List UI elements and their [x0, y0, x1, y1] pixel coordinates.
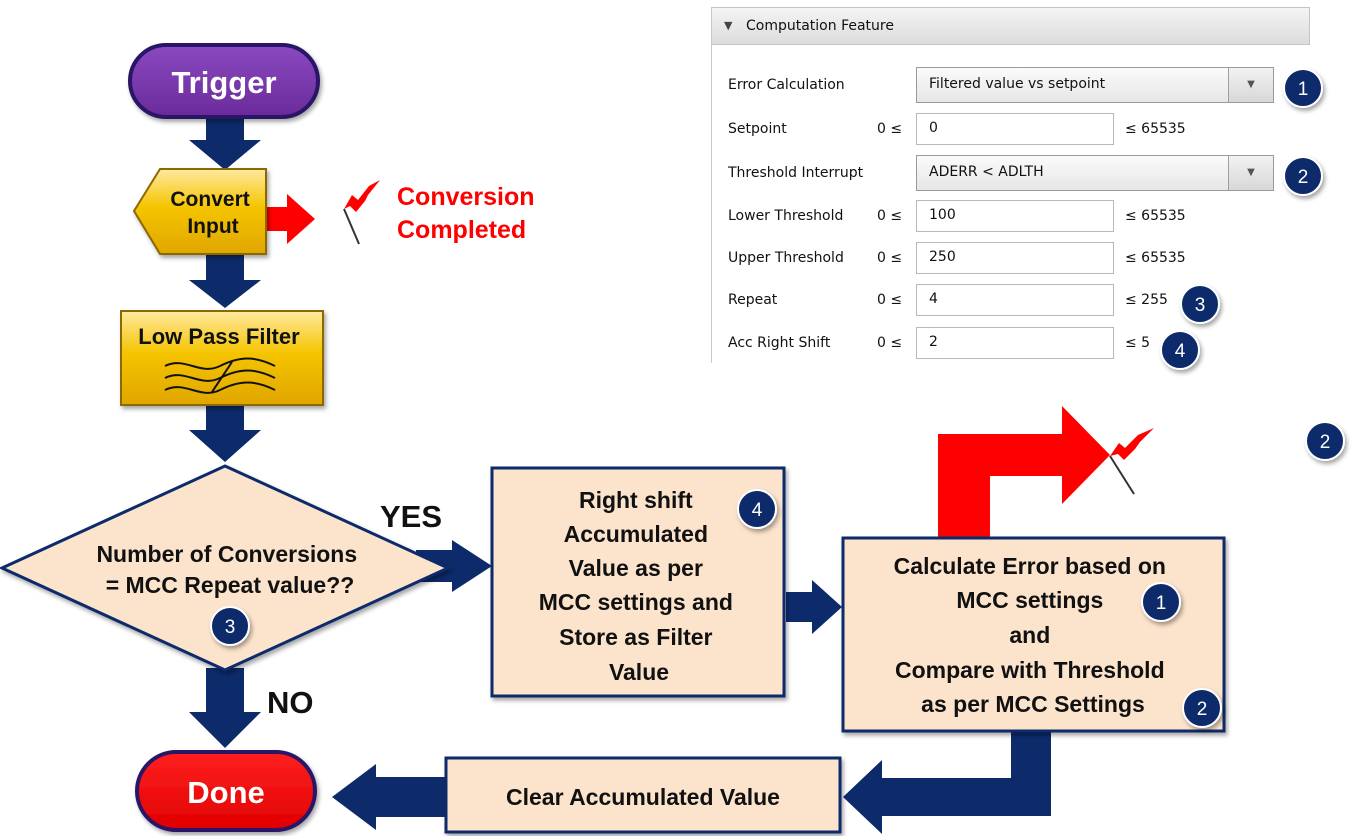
arrow-convert-to-filter — [189, 254, 261, 308]
threshold-interrupt-select[interactable]: ADERR < ADLTH ▼ — [916, 155, 1274, 191]
svg-text:1: 1 — [1298, 79, 1309, 100]
conversion-completed-label: Conversion Completed — [397, 183, 541, 244]
red-arrow-conversion — [266, 194, 315, 244]
done-terminal — [135, 750, 317, 832]
calculate-error-box — [841, 536, 1226, 733]
computation-feature-panel: ▼ Computation Feature Error Calculation … — [711, 7, 1310, 363]
upper-threshold-max: ≤ 65535 — [1125, 250, 1186, 266]
convert-input-label: Convert Input — [170, 188, 255, 238]
repeat-max: ≤ 255 — [1125, 292, 1168, 308]
done-label: Done — [187, 775, 265, 810]
calculate-error-label: Calculate Error based on MCC settings an… — [894, 553, 1173, 717]
badge-3-decision: 3 — [210, 606, 250, 646]
panel-title: Computation Feature — [746, 18, 894, 34]
error-calculation-label: Error Calculation — [728, 77, 845, 93]
lower-threshold-input[interactable]: 100 — [916, 200, 1114, 232]
badge-1-calculate: 1 — [1141, 582, 1181, 622]
upper-threshold-min: 0 ≤ — [877, 250, 903, 266]
error-calculation-value: Filtered value vs setpoint — [929, 76, 1106, 92]
right-shift-box — [490, 466, 786, 698]
arrow-yes-to-rightshift — [416, 540, 492, 592]
clear-accumulated-label: Clear Accumulated Value — [506, 784, 780, 810]
arrow-clear-to-done — [332, 764, 446, 830]
decision-diamond — [0, 464, 452, 672]
repeat-label: Repeat — [728, 292, 778, 308]
arrow-rightshift-to-calculate — [786, 580, 842, 634]
repeat-input[interactable]: 4 — [916, 284, 1114, 316]
svg-text:1: 1 — [1156, 593, 1167, 614]
acc-right-shift-max: ≤ 5 — [1125, 335, 1151, 351]
svg-text:2: 2 — [1298, 167, 1309, 188]
badge-2-compare: 2 — [1182, 688, 1222, 728]
badge-2-threshold-interrupt: 2 — [1283, 156, 1323, 196]
flag-icon-threshold — [1109, 428, 1154, 495]
svg-text:4: 4 — [752, 500, 763, 521]
acc-right-shift-label: Acc Right Shift — [728, 335, 831, 351]
error-calculation-select[interactable]: Filtered value vs setpoint ▼ — [916, 67, 1274, 103]
dropdown-arrow-icon[interactable]: ▼ — [1228, 156, 1273, 190]
svg-text:4: 4 — [1175, 341, 1186, 362]
setpoint-min: 0 ≤ — [877, 121, 903, 137]
flag-icon-conversion — [343, 180, 380, 245]
badge-4-right-shift: 4 — [737, 489, 777, 529]
svg-text:2: 2 — [1320, 432, 1331, 453]
panel-header[interactable]: ▼ Computation Feature — [712, 7, 1310, 45]
filter-wave-icon — [164, 357, 276, 394]
lower-threshold-min: 0 ≤ — [877, 208, 903, 224]
acc-right-shift-input[interactable]: 2 — [916, 327, 1114, 359]
arrow-calculate-to-clear — [843, 730, 1051, 834]
acc-right-shift-min: 0 ≤ — [877, 335, 903, 351]
svg-text:2: 2 — [1197, 699, 1208, 720]
badge-3-repeat: 3 — [1180, 284, 1220, 324]
right-shift-label: Right shift Accumulated Value as per MCC… — [539, 487, 740, 685]
yes-label: YES — [380, 499, 442, 534]
convert-input-shape — [132, 168, 267, 255]
threshold-interrupt-label: Threshold Interrupt — [728, 165, 864, 181]
low-pass-filter-label: Low Pass Filter — [138, 324, 300, 349]
setpoint-max: ≤ 65535 — [1125, 121, 1186, 137]
setpoint-label: Setpoint — [728, 121, 787, 137]
svg-text:3: 3 — [1195, 295, 1206, 316]
upper-threshold-label: Upper Threshold — [728, 250, 844, 266]
upper-threshold-input[interactable]: 250 — [916, 242, 1114, 274]
collapse-triangle-icon[interactable]: ▼ — [724, 19, 733, 32]
arrow-filter-to-decision — [189, 404, 261, 462]
lower-threshold-max: ≤ 65535 — [1125, 208, 1186, 224]
dropdown-arrow-icon[interactable]: ▼ — [1228, 68, 1273, 102]
badge-1-error-calc: 1 — [1283, 68, 1323, 108]
arrow-decision-to-done — [189, 668, 261, 748]
setpoint-input[interactable]: 0 — [916, 113, 1114, 145]
arrow-trigger-to-convert — [189, 116, 261, 170]
badge-2-floating: 2 — [1305, 421, 1345, 461]
red-arrow-threshold — [938, 406, 1110, 538]
badge-4-acc-right-shift: 4 — [1160, 330, 1200, 370]
no-label: NO — [267, 685, 314, 720]
trigger-label: Trigger — [171, 65, 276, 100]
lower-threshold-label: Lower Threshold — [728, 208, 844, 224]
decision-label: Number of Conversions = MCC Repeat value… — [96, 541, 363, 598]
trigger-terminal — [128, 43, 320, 119]
threshold-interrupt-value: ADERR < ADLTH — [929, 164, 1044, 180]
repeat-min: 0 ≤ — [877, 292, 903, 308]
clear-accumulated-box — [444, 756, 842, 834]
svg-text:3: 3 — [225, 617, 236, 638]
